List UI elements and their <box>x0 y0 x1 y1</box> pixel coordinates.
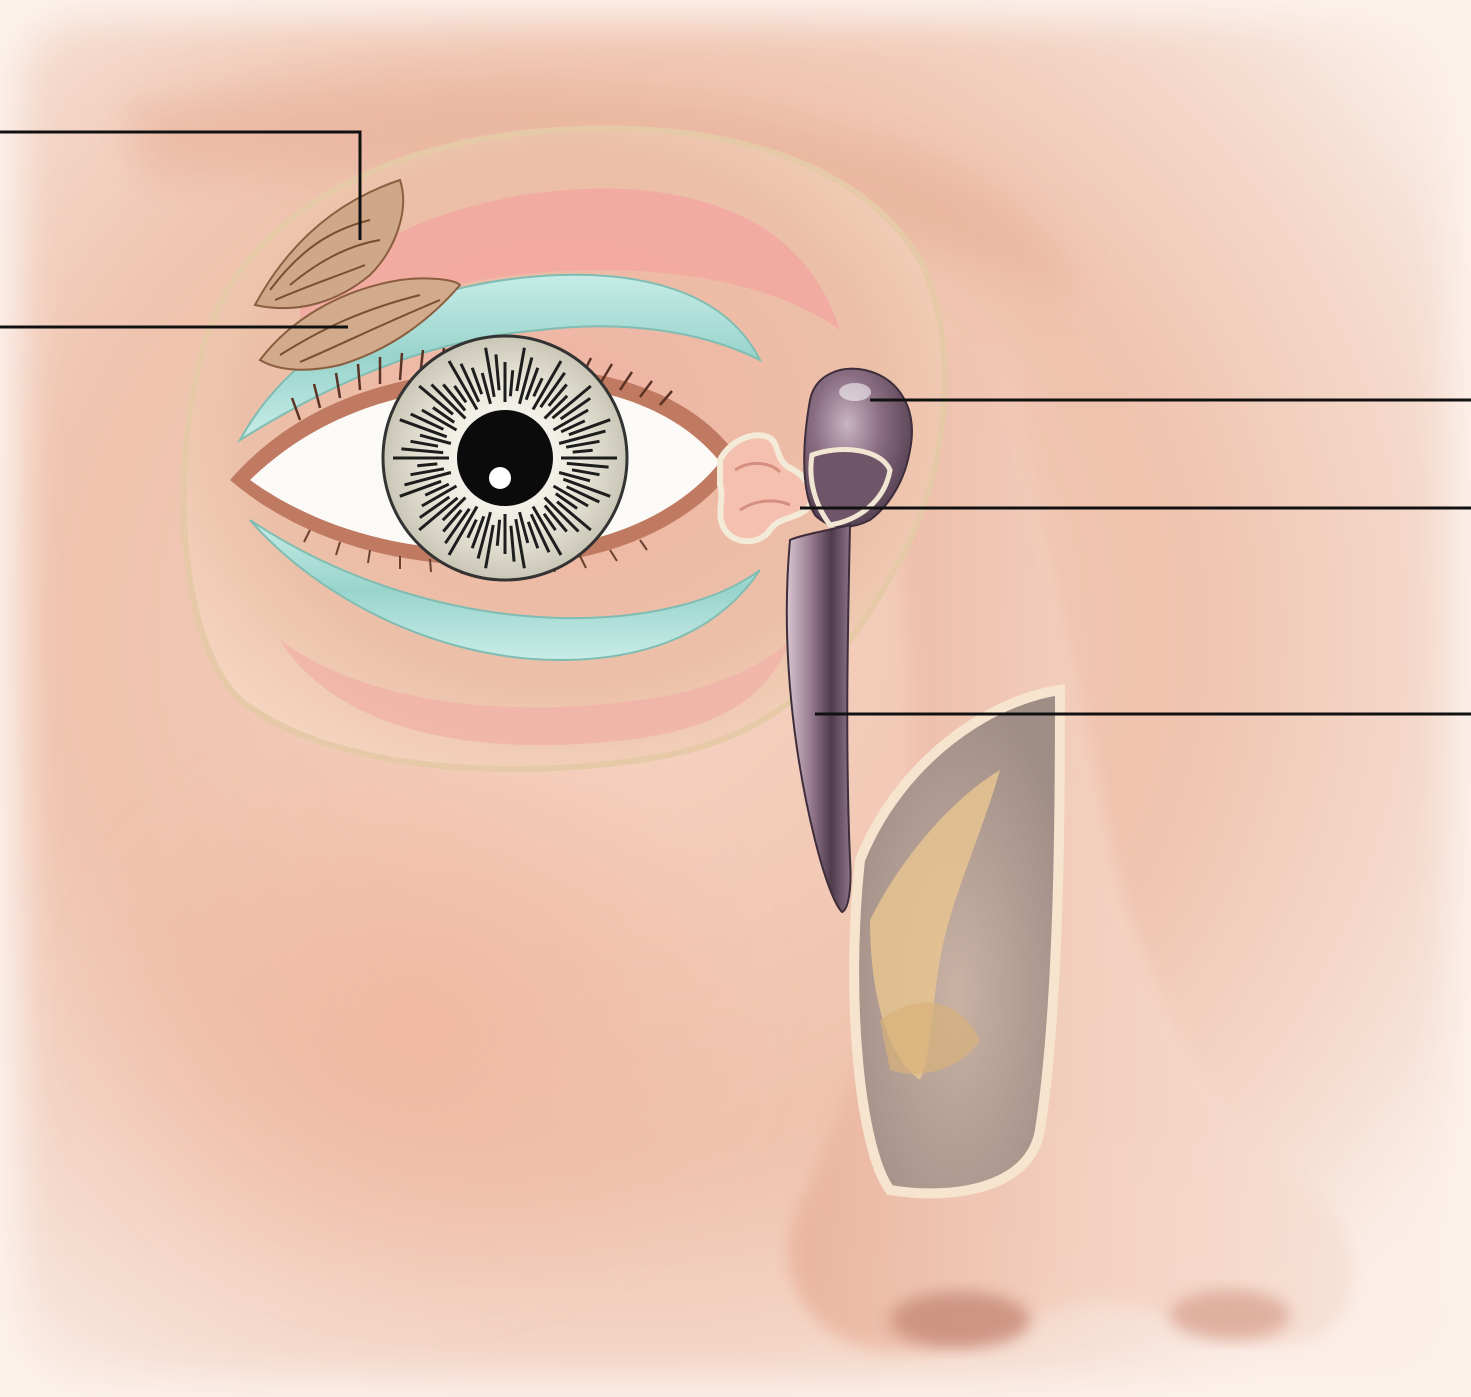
cheek <box>60 720 780 1320</box>
iris-striation <box>417 464 437 466</box>
nostril-left <box>890 1292 1030 1348</box>
pupil-highlight <box>489 467 511 489</box>
nostril-right <box>1170 1290 1290 1340</box>
sac-highlight <box>839 383 871 401</box>
pupil <box>457 410 553 506</box>
iris-striation <box>573 450 593 452</box>
